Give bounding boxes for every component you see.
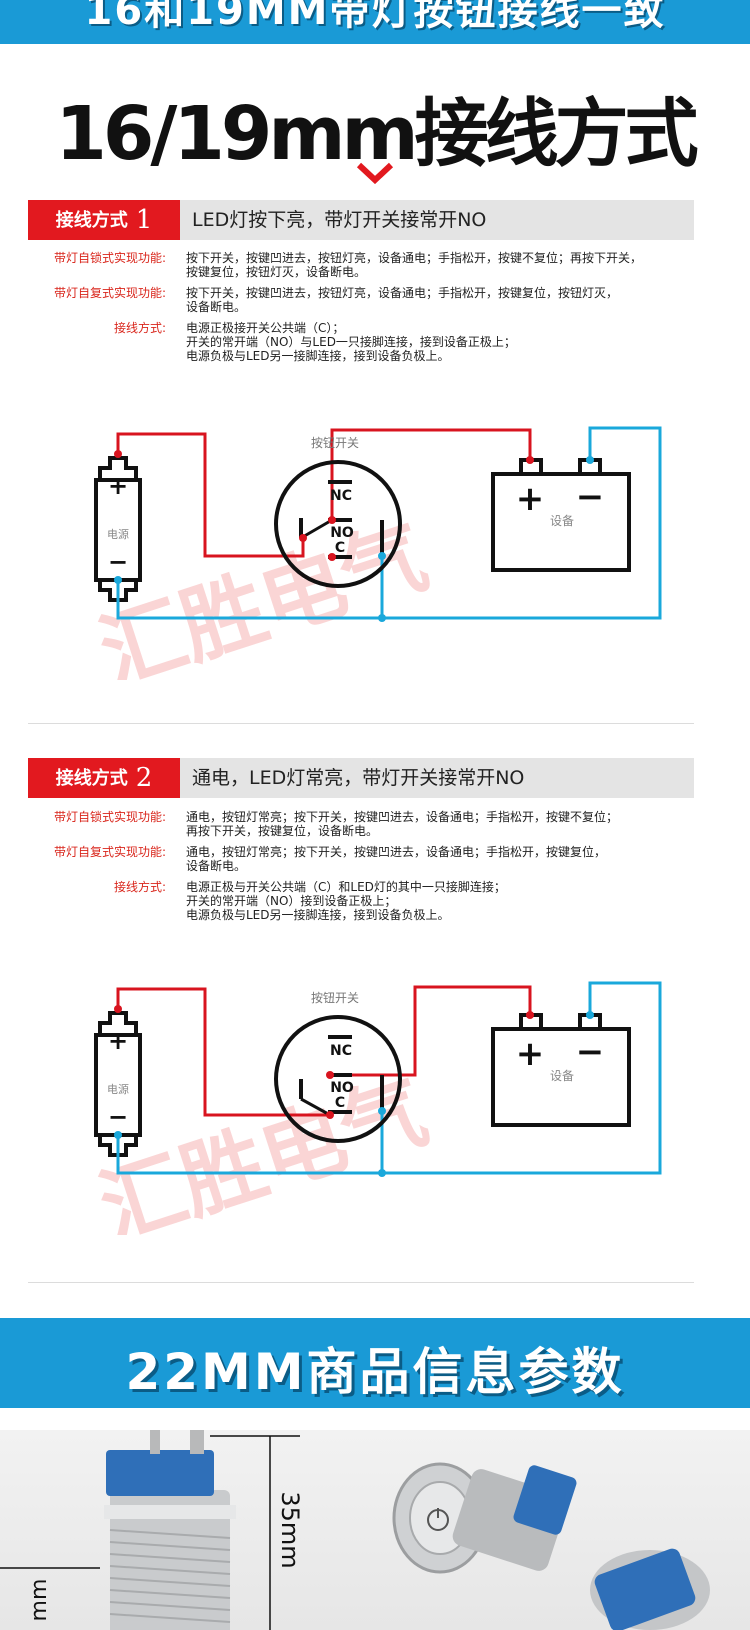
mode-2-row-3-text: 电源正极与开关公共端（C）和LED灯的其中一只接脚连接； 开关的常开端（NO）接… [186,880,506,922]
c-label: C [335,1095,345,1111]
mode-2-description: 通电，LED灯常亮，带灯开关接常开NO [180,758,694,798]
section-banner-text: 22MM商品信息参数 [125,1343,625,1401]
dimension-label: 35mm [276,1491,304,1568]
power-minus: − [108,548,128,576]
mode-1-row-1-text: 按下开关，按键凹进去，按钮灯亮，设备通电；手指松开，按键不复位；再按下开关， 按… [186,251,643,279]
nc-label: NC [330,1043,352,1059]
switch-label: 按钮开关 [311,990,359,1005]
section-banner-22mm: 22MM商品信息参数 [0,1318,750,1408]
mode-2-row-2-text: 通电，按钮灯常亮；按下开关，按键凹进去，设备通电；手指松开，按键复位， 设备断电… [186,845,607,873]
wiring-diagram-1: 汇胜电气 + 电源 − 按钮开关 NC NO C + − 设 [88,426,662,680]
page-title: 16/19mm接线方式 [55,91,698,177]
power-label: 电源 [107,527,129,541]
top-banner-text: 16和19MM带灯按钮接线一致 [84,0,666,34]
section-divider [28,723,694,724]
device-plus: + [516,1034,545,1074]
mode-1-row-2-label: 带灯自复式实现功能: [53,286,166,300]
chevron-down-icon [356,162,394,184]
product-photo: 35mm mm [0,1430,750,1630]
section-divider [28,1282,694,1283]
switch-label: 按钮开关 [311,435,359,450]
top-banner: 16和19MM带灯按钮接线一致 [0,0,750,44]
nc-label: NC [330,488,352,504]
mode-1-row-3-text: 电源正极接开关公共端（C）； 开关的常开端（NO）与LED一只接脚连接，接到设备… [186,321,516,363]
push-button-switch: 按钮开关 NC NO C [274,435,402,588]
dimension-label-left: mm [27,1579,52,1622]
mode-1-row-1-label: 带灯自锁式实现功能: [53,251,166,265]
device-minus: − [576,1032,605,1072]
c-label: C [335,540,345,556]
mode-1-row-2-text: 按下开关，按键凹进去，按钮灯亮，设备通电；手指松开，按键复位，按钮灯灭， 设备断… [186,286,619,314]
mode-1-row-3-label: 接线方式: [113,321,166,335]
wiring-diagram-2: 汇胜电气 + 电源 − 按钮开关 NC NO C + − 设备 [88,981,662,1235]
mode-1-description: LED灯按下亮，带灯开关接常开NO [180,200,694,240]
push-button-switch: 按钮开关 NC NO C [274,990,402,1143]
device-label: 设备 [550,1069,574,1083]
mode-2-row-1-text: 通电，按钮灯常亮；按下开关，按键凹进去，设备通电；手指松开，按键不复位； 再按下… [186,810,619,838]
device-label: 设备 [550,514,574,528]
no-label: NO [330,525,354,541]
mode-2-row-2-label: 带灯自复式实现功能: [53,845,166,859]
power-label: 电源 [107,1082,129,1096]
device-battery: + − 设备 [491,456,631,572]
device-minus: − [576,477,605,517]
device-plus: + [516,479,545,519]
power-plus: + [108,1027,128,1055]
power-plus: + [108,472,128,500]
mode-2-row-1-label: 带灯自锁式实现功能: [53,810,166,824]
device-battery: + − 设备 [491,1011,631,1127]
mode-2-row-3-label: 接线方式: [113,880,166,894]
power-minus: − [108,1103,128,1131]
no-label: NO [330,1080,354,1096]
